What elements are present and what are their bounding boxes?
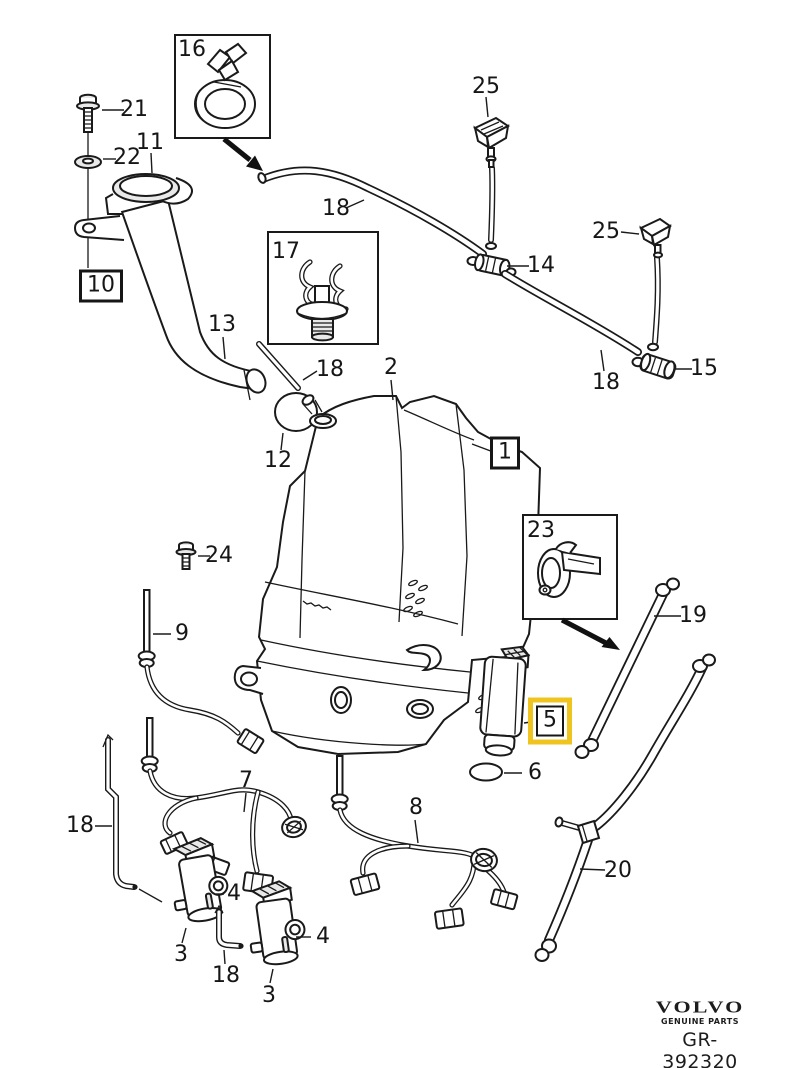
part-sensor-9 — [137, 589, 265, 755]
callout-25[interactable]: 25 — [472, 74, 500, 99]
drawing-number: GR-392320 — [662, 1029, 738, 1068]
callout-6[interactable]: 6 — [528, 760, 542, 785]
callout-4[interactable]: 4 — [227, 881, 241, 906]
callout-2[interactable]: 2 — [384, 355, 398, 380]
part-tube-18-left — [102, 733, 163, 903]
callout-25[interactable]: 25 — [592, 219, 620, 244]
part-filler-neck-11-13 — [73, 173, 267, 401]
leader-lines — [95, 96, 692, 984]
callout-23[interactable]: 23 — [527, 518, 555, 543]
callout-19[interactable]: 19 — [679, 603, 707, 628]
part-elbow-18 — [214, 904, 244, 949]
callout-11[interactable]: 11 — [136, 130, 164, 155]
callout-3[interactable]: 3 — [262, 983, 276, 1008]
arrow-23 — [560, 617, 620, 650]
callout-18[interactable]: 18 — [212, 963, 240, 988]
callout-5-selected[interactable]: 5 — [536, 705, 564, 737]
part-hose-18-right — [501, 270, 642, 356]
part-junction-14 — [466, 242, 517, 277]
callout-18[interactable]: 18 — [322, 196, 350, 221]
part-washer-22 — [74, 155, 102, 169]
callout-21[interactable]: 21 — [120, 97, 148, 122]
brand-block: VOLVO GENUINE PARTS GR-392320 — [648, 995, 752, 1068]
arrow-16 — [222, 137, 263, 171]
part-bolt-24 — [175, 541, 197, 570]
part-hose-19 — [574, 577, 680, 759]
callout-8[interactable]: 8 — [409, 795, 423, 820]
detail-box-17-clip — [267, 231, 379, 345]
part-nozzle-25-top — [473, 116, 510, 243]
callout-12[interactable]: 12 — [264, 448, 292, 473]
callout-20[interactable]: 20 — [604, 858, 632, 883]
callout-10[interactable]: 10 — [79, 269, 123, 303]
callout-label: 5 — [536, 705, 564, 737]
part-tube-18-mid — [256, 341, 301, 391]
part-oring-6 — [469, 762, 503, 782]
callout-17[interactable]: 17 — [272, 239, 300, 264]
callout-18[interactable]: 18 — [316, 357, 344, 382]
callout-1[interactable]: 1 — [490, 436, 520, 470]
part-hose-18-top — [257, 166, 487, 258]
callout-14[interactable]: 14 — [527, 253, 555, 278]
part-hose-20 — [534, 653, 716, 962]
callout-7[interactable]: 7 — [239, 768, 253, 793]
genuine-parts-label: GENUINE PARTS — [661, 1017, 739, 1026]
part-harness-8 — [330, 755, 519, 930]
callout-9[interactable]: 9 — [175, 621, 189, 646]
callout-22[interactable]: 22 — [113, 145, 141, 170]
part-connector-15 — [631, 342, 677, 380]
detail-box-16-hose-clamp — [174, 34, 271, 139]
part-pump-5 — [479, 645, 531, 757]
callout-4[interactable]: 4 — [316, 924, 330, 949]
callout-18[interactable]: 18 — [592, 370, 620, 395]
volvo-logo: VOLVO — [655, 997, 745, 1017]
part-bolt-21 — [76, 93, 100, 133]
part-nozzle-25-right — [639, 217, 672, 345]
callout-18[interactable]: 18 — [66, 813, 94, 838]
part-oring-12 — [274, 392, 318, 432]
callout-16[interactable]: 16 — [178, 37, 206, 62]
callout-24[interactable]: 24 — [205, 543, 233, 568]
callout-13[interactable]: 13 — [208, 312, 236, 337]
callout-15[interactable]: 15 — [690, 356, 718, 381]
part-harness-7 — [140, 717, 307, 895]
part-reservoir-2 — [233, 394, 542, 756]
detail-box-23-clamp — [522, 514, 618, 620]
part-pump-3-left — [171, 837, 229, 923]
part-pump-3-right — [249, 880, 306, 966]
callout-3[interactable]: 3 — [174, 942, 188, 967]
